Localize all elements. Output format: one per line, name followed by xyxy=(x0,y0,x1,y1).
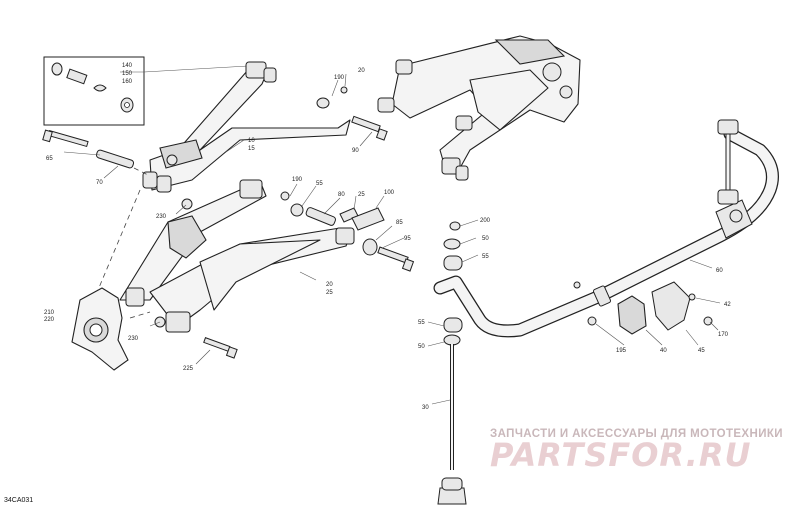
watermark: ЗАПЧАСТИ И АКСЕССУАРЫ ДЛЯ МОТОТЕХНИКИ PA… xyxy=(490,428,783,474)
leader-lines xyxy=(63,73,721,405)
callout-20: 20 xyxy=(358,68,365,74)
callout-100: 100 xyxy=(384,190,395,196)
callout-70: 70 xyxy=(96,180,103,186)
callout-170: 170 xyxy=(718,332,729,338)
callout-210: 210 xyxy=(44,310,55,316)
callout-230: 230 xyxy=(156,214,167,220)
rear-subframe xyxy=(377,35,581,181)
callout-85: 85 xyxy=(396,220,403,226)
callout-25: 25 xyxy=(358,192,365,198)
bolt-65 xyxy=(42,129,89,148)
callout-200: 200 xyxy=(480,218,491,224)
watermark-tagline: ЗАПЧАСТИ И АКСЕССУАРЫ ДЛЯ МОТОТЕХНИКИ xyxy=(490,428,783,440)
diagram-code: 34CA031 xyxy=(4,497,33,504)
upper-a-arm xyxy=(142,61,351,193)
callout-140: 140 xyxy=(122,63,133,69)
callout-190: 190 xyxy=(334,75,345,81)
callout-numbers: 140 150 160 190 20 90 65 70 10 15 230 19… xyxy=(44,63,731,411)
bar-bushing-clamp xyxy=(573,281,713,335)
callout-55b: 55 xyxy=(482,254,489,260)
hardware-stack-top xyxy=(443,221,463,271)
callout-95: 95 xyxy=(404,236,411,242)
callout-10: 10 xyxy=(248,138,255,144)
watermark-logo: PARTSFOR.RU xyxy=(490,436,751,474)
callout-45: 45 xyxy=(698,348,705,354)
knuckle xyxy=(71,287,129,371)
callout-190b: 190 xyxy=(292,177,303,183)
callout-220: 220 xyxy=(44,317,55,323)
callout-30: 30 xyxy=(422,405,429,411)
callout-42: 42 xyxy=(724,302,731,308)
lower-a-arm xyxy=(119,179,355,333)
callout-65: 65 xyxy=(46,156,53,162)
sleeve-70 xyxy=(95,149,135,169)
callout-55c: 55 xyxy=(418,320,425,326)
bushing-kit-inset xyxy=(43,56,249,126)
callout-25b: 25 xyxy=(326,290,333,296)
callout-230b: 230 xyxy=(128,336,139,342)
callout-50: 50 xyxy=(482,236,489,242)
callout-195: 195 xyxy=(616,348,627,354)
callout-160: 160 xyxy=(122,79,133,85)
callout-15: 15 xyxy=(248,146,255,152)
callout-55: 55 xyxy=(316,181,323,187)
callout-90: 90 xyxy=(352,148,359,154)
callout-225: 225 xyxy=(183,366,194,372)
callout-80: 80 xyxy=(338,192,345,198)
callout-60: 60 xyxy=(716,268,723,274)
hardware-lower xyxy=(280,191,415,272)
stabilizer-bar xyxy=(433,119,779,338)
callout-20b: 20 xyxy=(326,282,333,288)
callout-150: 150 xyxy=(122,71,133,77)
callout-40: 40 xyxy=(660,348,667,354)
bolt-225 xyxy=(203,337,238,359)
link-rod-30 xyxy=(437,317,467,505)
hardware-upper xyxy=(316,86,388,141)
callout-50b: 50 xyxy=(418,344,425,350)
